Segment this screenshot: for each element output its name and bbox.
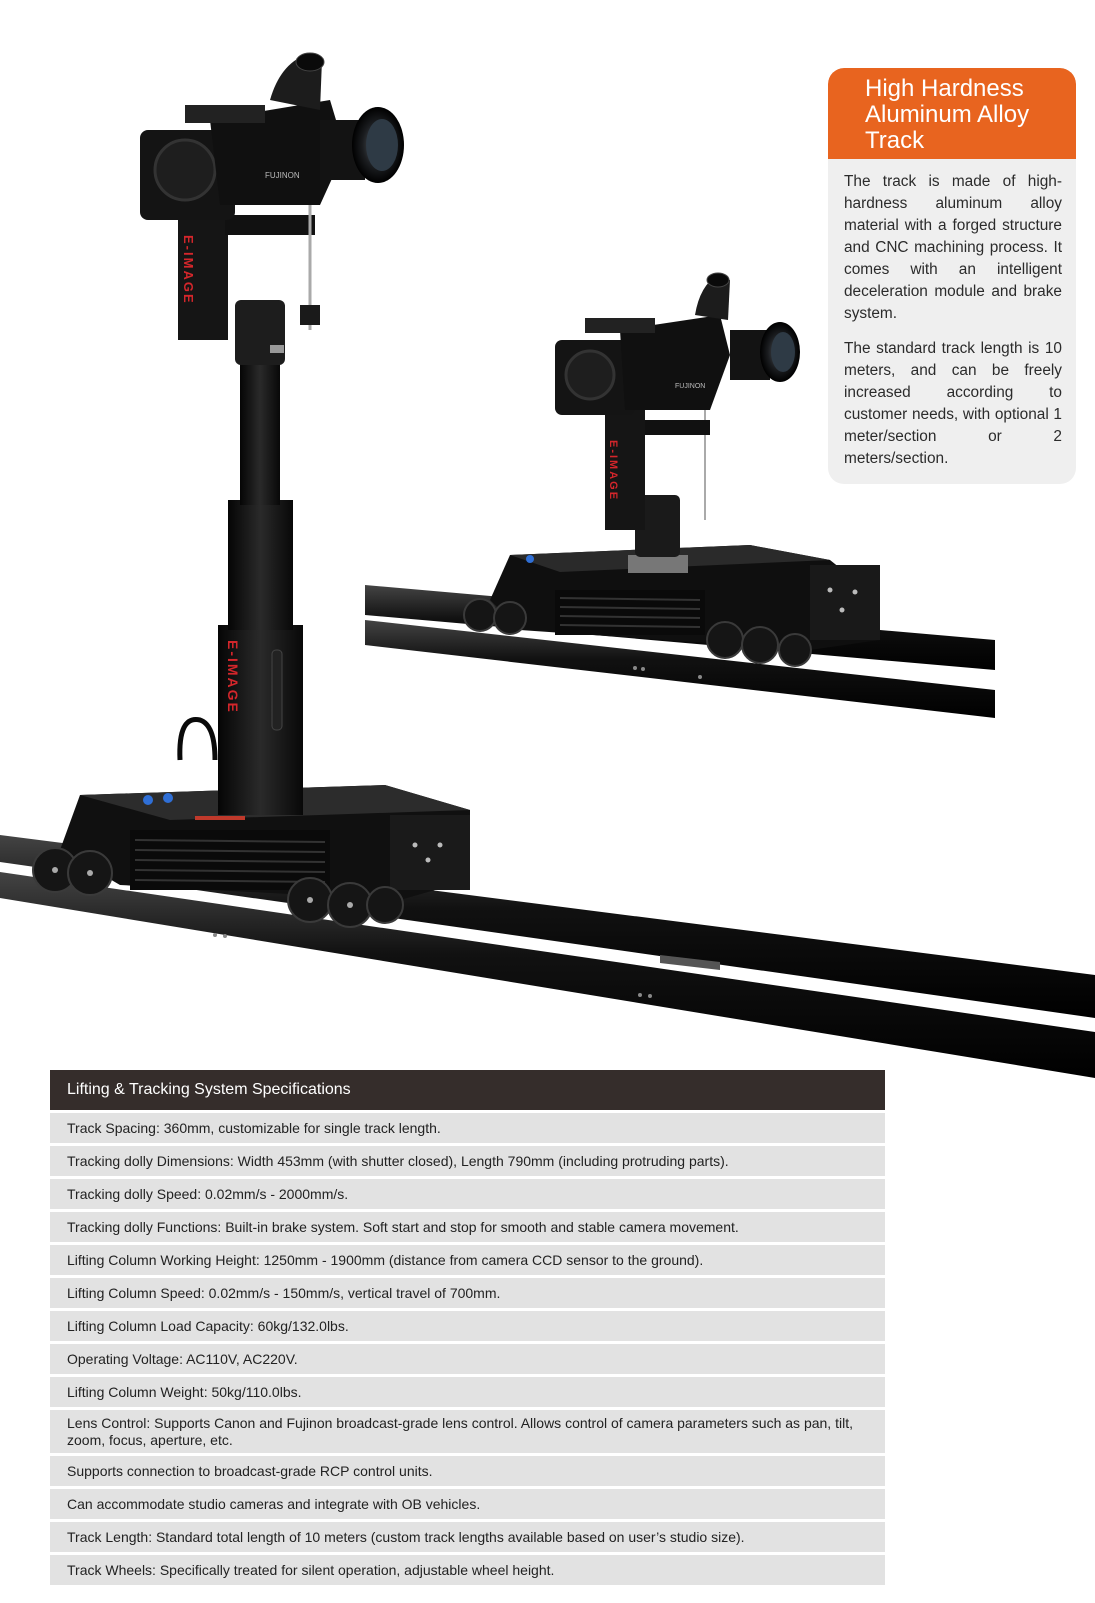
spec-row: Can accommodate studio cameras and integ… bbox=[50, 1489, 885, 1519]
spec-row: Track Wheels: Specifically treated for s… bbox=[50, 1555, 885, 1585]
card-paragraph: The track is made of high-hardness alumi… bbox=[844, 173, 1062, 322]
spec-row: Lifting Column Speed: 0.02mm/s - 150mm/s… bbox=[50, 1278, 885, 1308]
small-lens-brand-label: FUJINON bbox=[675, 383, 705, 390]
card-body: The track is made of high-hardness alumi… bbox=[828, 159, 1076, 470]
spec-row: Operating Voltage: AC110V, AC220V. bbox=[50, 1344, 885, 1374]
card-paragraph: The standard track length is 10 meters, … bbox=[844, 340, 1062, 467]
specs-title: Lifting & Tracking System Specifications bbox=[50, 1070, 885, 1110]
card-title: High Hardness Aluminum Alloy Track bbox=[828, 68, 1076, 159]
spec-row: Lifting Column Load Capacity: 60kg/132.0… bbox=[50, 1311, 885, 1341]
spec-row: Lifting Column Weight: 50kg/110.0lbs. bbox=[50, 1377, 885, 1407]
card-title-line: Track bbox=[865, 127, 925, 154]
spec-row: Lens Control: Supports Canon and Fujinon… bbox=[50, 1410, 885, 1453]
specs-table: Lifting & Tracking System Specifications… bbox=[50, 1070, 885, 1588]
spec-row: Tracking dolly Functions: Built-in brake… bbox=[50, 1212, 885, 1242]
small-brand-label: E-IMAGE bbox=[607, 440, 619, 501]
info-card: High Hardness Aluminum Alloy Track The t… bbox=[828, 68, 1076, 484]
large-dolly: E-IMAGE E-IMAGE FUJINON bbox=[32, 52, 470, 928]
spec-row: Track Spacing: 360mm, customizable for s… bbox=[50, 1113, 885, 1143]
spec-row: Supports connection to broadcast-grade R… bbox=[50, 1456, 885, 1486]
specs-rows: Track Spacing: 360mm, customizable for s… bbox=[50, 1113, 885, 1585]
brand-label: E-IMAGE bbox=[225, 640, 241, 714]
spec-row: Tracking dolly Speed: 0.02mm/s - 2000mm/… bbox=[50, 1179, 885, 1209]
head-brand-label: E-IMAGE bbox=[181, 235, 196, 305]
spec-row: Lifting Column Working Height: 1250mm - … bbox=[50, 1245, 885, 1275]
spec-row: Track Length: Standard total length of 1… bbox=[50, 1522, 885, 1552]
product-photo: E-IMAGE E-IMAGE FUJINON bbox=[0, 52, 1095, 1078]
card-title-line: Aluminum Alloy bbox=[865, 101, 1030, 128]
small-dolly: E-IMAGE FUJINON bbox=[463, 272, 880, 667]
spec-row: Tracking dolly Dimensions: Width 453mm (… bbox=[50, 1146, 885, 1176]
lens-brand-label: FUJINON bbox=[265, 171, 300, 180]
card-title-line: High Hardness bbox=[865, 75, 1024, 102]
